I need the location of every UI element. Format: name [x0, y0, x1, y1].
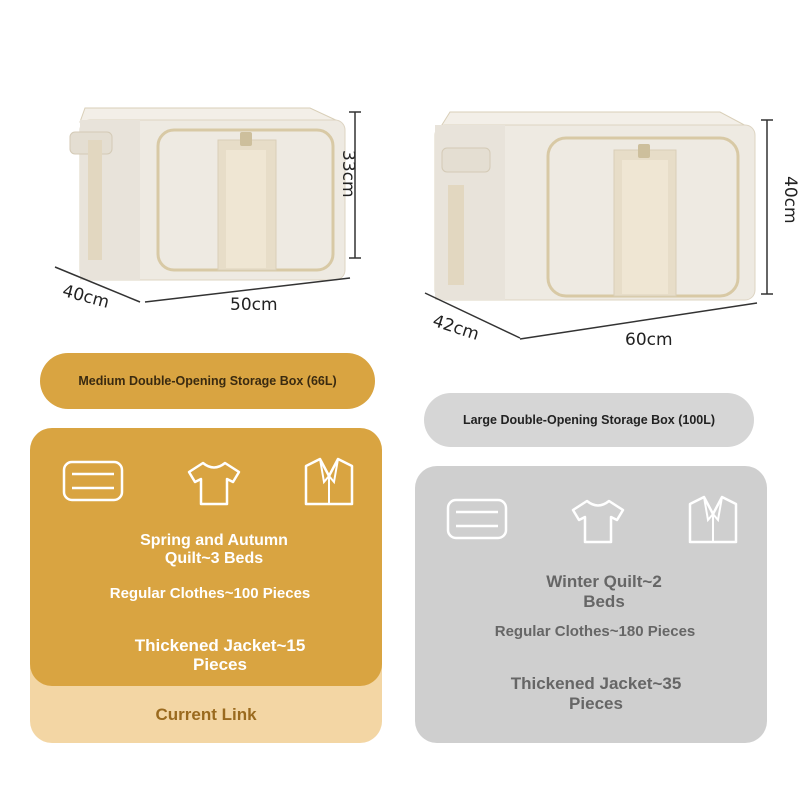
tshirt-icon	[571, 499, 625, 544]
medium-width-label: 50cm	[230, 295, 278, 315]
medium-depth-line	[54, 266, 141, 303]
large-depth-line	[424, 292, 521, 339]
current-link-label: Current Link	[155, 705, 257, 724]
medium-box-image	[69, 107, 346, 281]
medium-title: Medium Double-Opening Storage Box (66L)	[78, 374, 337, 388]
large-box-image	[434, 111, 756, 301]
quilt-icon	[62, 460, 124, 502]
medium-height-line	[349, 111, 361, 259]
large-clothes-capacity: Regular Clothes~180 Pieces	[494, 623, 696, 640]
medium-clothes-capacity: Regular Clothes~100 Pieces	[109, 585, 311, 602]
large-title-pill: Large Double-Opening Storage Box (100L)	[424, 393, 754, 447]
jacket-icon	[304, 457, 354, 506]
medium-title-pill: Medium Double-Opening Storage Box (66L)	[40, 353, 375, 409]
large-width-dim: 60cm	[625, 330, 673, 350]
large-height-line	[761, 119, 773, 295]
large-title: Large Double-Opening Storage Box (100L)	[462, 413, 716, 427]
tshirt-icon	[187, 461, 241, 506]
jacket-icon	[688, 495, 738, 544]
medium-quilt-capacity: Spring and Autumn Quilt~3 Beds	[140, 532, 288, 567]
large-width-label: 60cm	[625, 330, 673, 350]
large-quilt-capacity: Winter Quilt~2 Beds	[546, 572, 662, 611]
medium-width-dim: 50cm	[230, 295, 278, 315]
medium-width-line	[144, 277, 351, 303]
large-height-label: 40cm	[780, 176, 800, 224]
large-height-dim: 40cm	[780, 176, 800, 236]
large-jacket-capacity: Thickened Jacket~35 Pieces	[510, 674, 682, 713]
large-width-line	[519, 302, 758, 340]
medium-jacket-capacity: Thickened Jacket~15 Pieces	[134, 636, 306, 674]
medium-capacity-panel	[30, 428, 382, 686]
quilt-icon	[446, 498, 508, 540]
